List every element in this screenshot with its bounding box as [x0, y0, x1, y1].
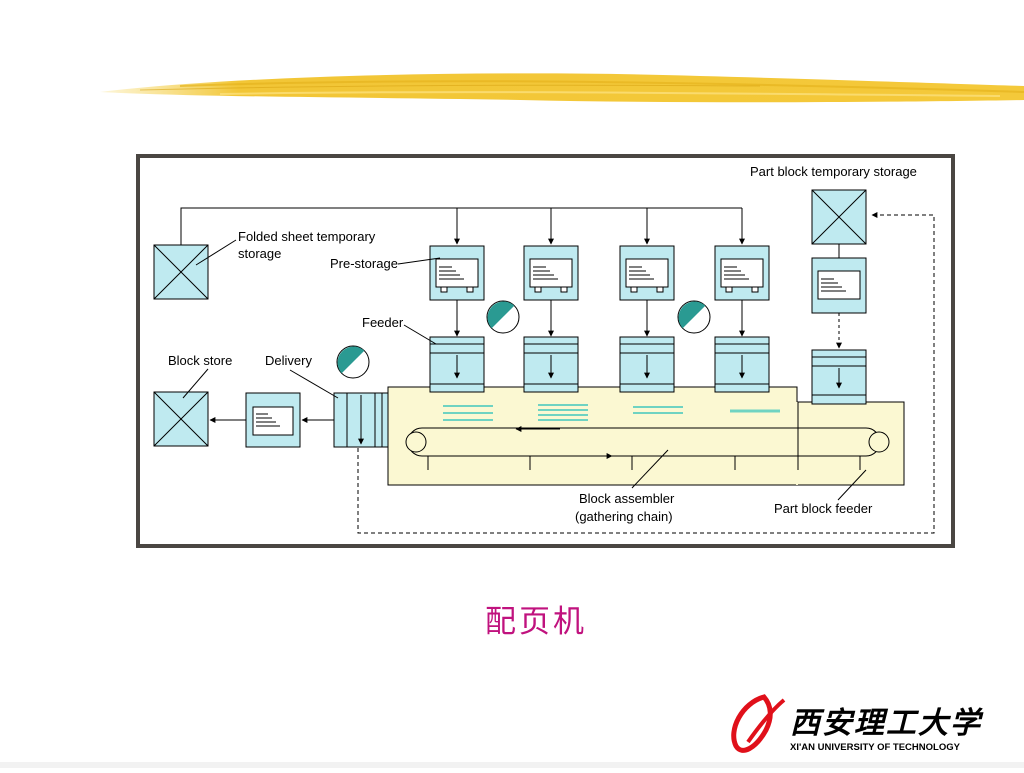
label-block-assembler-line1: Block assembler [579, 491, 675, 506]
leader-lines [182, 239, 867, 501]
slide-caption: 配页机 [485, 604, 587, 640]
pre-storage-unit-2 [523, 245, 579, 301]
label-feeder: Feeder [362, 315, 404, 330]
pre-storage-units [429, 245, 770, 301]
label-part-block-storage: Part block temporary storage [750, 164, 917, 179]
block-store-box [153, 391, 209, 447]
label-block-assembler-line2: (gathering chain) [575, 509, 673, 524]
feeder-unit-1 [429, 336, 485, 393]
gauge-icon-2 [677, 300, 711, 334]
gauge-icon-1 [486, 300, 520, 334]
logo-script: 西安理工大学 [790, 706, 984, 740]
pre-storage-unit-1 [429, 245, 485, 301]
part-block-stacker [811, 257, 867, 314]
delivery-output-unit [245, 392, 301, 448]
label-folded-sheet-line2: storage [238, 246, 281, 261]
sheet-stacks [443, 404, 780, 421]
label-pre-storage: Pre-storage [330, 256, 398, 271]
feeder-unit-2 [523, 336, 579, 393]
feeder-units [429, 336, 770, 393]
supply-lines [180, 207, 745, 337]
label-folded-sheet-line1: Folded sheet temporary [238, 229, 376, 244]
label-part-block-feeder: Part block feeder [774, 501, 873, 516]
gauge-icon-3 [336, 345, 370, 379]
feeder-unit-3 [619, 336, 675, 393]
delivery-unit [333, 392, 389, 448]
bottom-strip [0, 762, 1024, 768]
pre-storage-unit-3 [619, 245, 675, 301]
part-block-feeder-unit [811, 349, 867, 405]
part-block-storage-box [811, 189, 867, 245]
feeder-unit-4 [714, 336, 770, 393]
part-block-line [357, 212, 935, 534]
label-delivery: Delivery [265, 353, 312, 368]
folded-sheet-storage-box [153, 244, 209, 300]
logo-english: XI'AN UNIVERSITY OF TECHNOLOGY [790, 742, 961, 753]
brush-stroke-decoration [100, 73, 1024, 103]
label-block-store: Block store [168, 353, 232, 368]
pre-storage-unit-4 [714, 245, 770, 301]
university-logo: 西安理工大学 XI'AN UNIVERSITY OF TECHNOLOGY [731, 694, 984, 753]
